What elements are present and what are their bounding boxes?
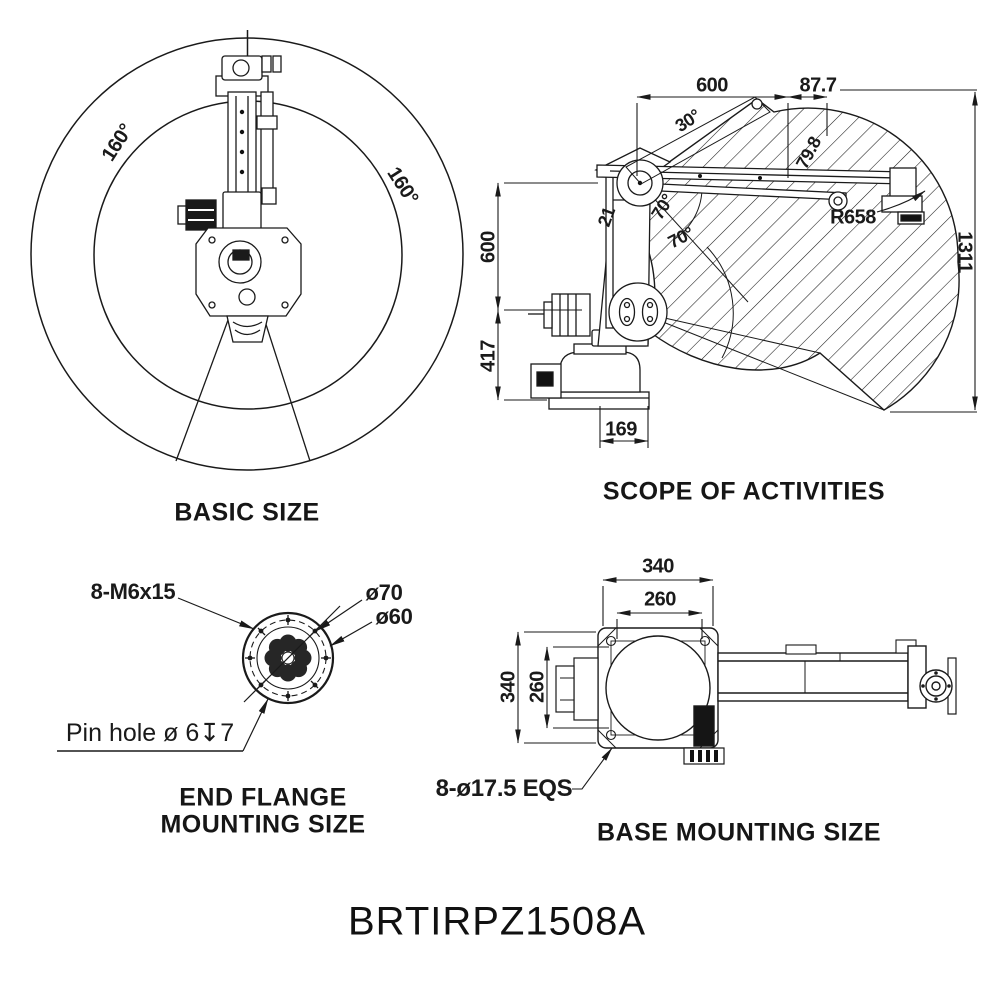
base-diagram (515, 577, 957, 790)
flange-leaders (57, 597, 373, 752)
base-dim-top-inner-label: 260 (644, 588, 676, 611)
scope-radius-label: R658 (830, 206, 876, 229)
robot-top-view (177, 55, 302, 343)
scope-dim-top-label: 600 (696, 74, 728, 97)
scope-dim-bottom-label: 169 (605, 418, 637, 441)
model-title: BRTIRPZ1508A (347, 899, 647, 944)
base-title: BASE MOUNTING SIZE (596, 818, 882, 847)
base-dim-left-outer-label: 340 (497, 671, 520, 703)
base-holes-label: 8-ø17.5 EQS (435, 775, 573, 802)
flange-bolt-marks (245, 615, 331, 701)
scope-diagram (495, 89, 978, 448)
flange-title-line2: MOUNTING SIZE (160, 810, 366, 839)
scope-title: SCOPE OF ACTIVITIES (602, 477, 886, 506)
robot-side-view (528, 96, 925, 410)
scope-dimensions (495, 89, 978, 448)
base-dim-left-inner-label: 260 (526, 671, 549, 703)
scope-dim-top-right-label: 87.7 (799, 74, 837, 97)
flange-title-line1: END FLANGE (179, 783, 347, 812)
scope-dim-left-upper-label: 600 (477, 231, 500, 263)
base-dim-top-outer-label: 340 (642, 555, 674, 578)
flange-dia-outer-label: ø70 (365, 580, 403, 605)
scope-dim-right-label: 1311 (953, 231, 976, 273)
flange-pin-hole-label: Pin hole ø 6↧7 (65, 719, 235, 747)
flange-diagram (57, 597, 373, 752)
scope-dim-left-lower-label: 417 (477, 340, 500, 372)
flange-bolts-label: 8-M6x15 (90, 579, 176, 604)
basic-size-diagram (30, 30, 464, 471)
flange-dia-inner-label: ø60 (375, 604, 413, 629)
basic-size-title: BASIC SIZE (174, 498, 320, 527)
base-dimensions (515, 577, 714, 790)
